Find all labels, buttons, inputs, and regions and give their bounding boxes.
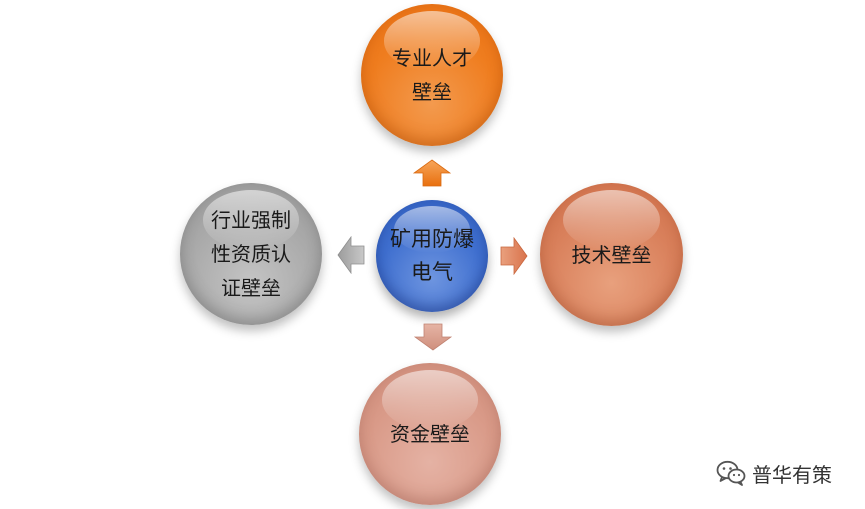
node-technology-barrier: 技术壁垒 bbox=[540, 183, 683, 326]
node-technology-barrier-label: 技术壁垒 bbox=[571, 242, 652, 267]
watermark-text: 普华有策 bbox=[752, 462, 832, 487]
arrow-right-icon bbox=[500, 237, 528, 275]
node-center-label: 矿用防爆电气 bbox=[390, 227, 474, 284]
watermark: 普华有策 bbox=[716, 459, 832, 487]
node-capital-barrier: 资金壁垒 bbox=[359, 363, 501, 505]
node-certification-barrier: 行业强制性资质认证壁垒 bbox=[180, 183, 322, 325]
node-capital-barrier-label: 资金壁垒 bbox=[390, 422, 470, 446]
wechat-icon bbox=[716, 460, 746, 486]
arrow-left-icon bbox=[337, 236, 365, 274]
arrow-up-icon bbox=[413, 159, 451, 187]
arrow-down-icon bbox=[414, 323, 452, 351]
node-talent-barrier-label: 专业人才壁垒 bbox=[392, 46, 472, 104]
node-talent-barrier: 专业人才壁垒 bbox=[361, 4, 503, 146]
node-certification-barrier-label: 行业强制性资质认证壁垒 bbox=[211, 208, 291, 300]
node-center-explosion-proof: 矿用防爆电气 bbox=[376, 200, 488, 312]
